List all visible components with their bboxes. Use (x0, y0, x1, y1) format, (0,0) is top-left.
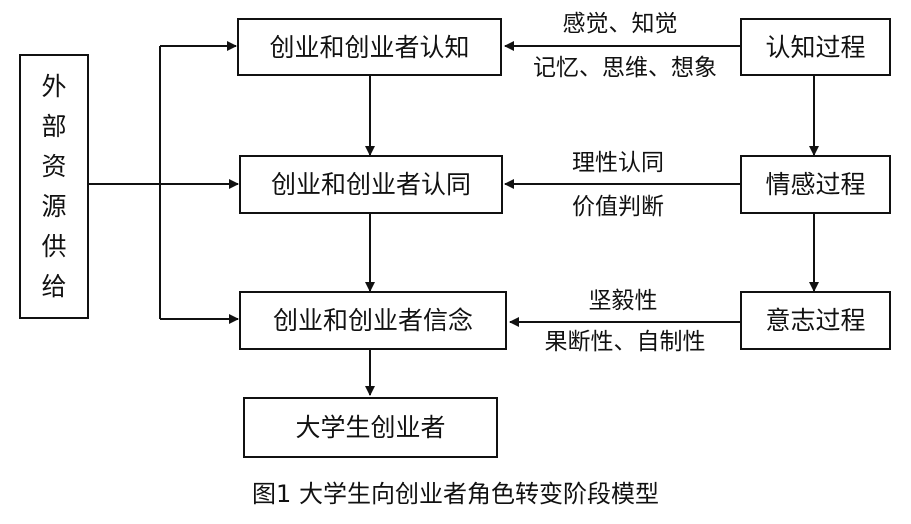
cognitive-process-label: 认知过程 (765, 32, 866, 62)
external-resources-char: 外 (41, 71, 67, 101)
result-box: 大学生创业者 (243, 397, 498, 458)
figure-caption: 图1 大学生向创业者角色转变阶段模型 (252, 480, 659, 508)
cognition-label: 创业和创业者认知 (269, 32, 470, 62)
volitional-label-line1: 坚毅性 (588, 288, 658, 314)
external-resources-char: 资 (41, 151, 67, 181)
emotional-process-label: 情感过程 (765, 170, 866, 199)
volitional-label-line2: 果断性、自制性 (544, 329, 706, 355)
volitional-process-box: 意志过程 (740, 291, 891, 350)
volitional-process-label: 意志过程 (765, 306, 866, 335)
external-resources-char: 给 (41, 271, 67, 301)
emotional-process-box: 情感过程 (740, 155, 891, 214)
cognition-box: 创业和创业者认知 (237, 18, 502, 76)
belief-box: 创业和创业者信念 (239, 291, 507, 350)
result-label: 大学生创业者 (295, 413, 446, 442)
cognitive-process-box: 认知过程 (740, 18, 891, 76)
emotional-label-line1: 理性认同 (572, 150, 664, 176)
external-resources-char: 源 (41, 191, 67, 221)
identity-label: 创业和创业者认同 (270, 170, 471, 199)
identity-box: 创业和创业者认同 (239, 155, 503, 214)
cognitive-label-line2: 记忆、思维、想象 (533, 55, 717, 81)
belief-label: 创业和创业者信念 (272, 306, 473, 335)
external-resources-char: 部 (41, 111, 67, 141)
emotional-label-line2: 价值判断 (572, 194, 664, 220)
external-resources-box: 外 部 资 源 供 给 (19, 54, 89, 319)
external-resources-char: 供 (41, 231, 67, 261)
cognitive-label-line1: 感觉、知觉 (562, 11, 678, 37)
